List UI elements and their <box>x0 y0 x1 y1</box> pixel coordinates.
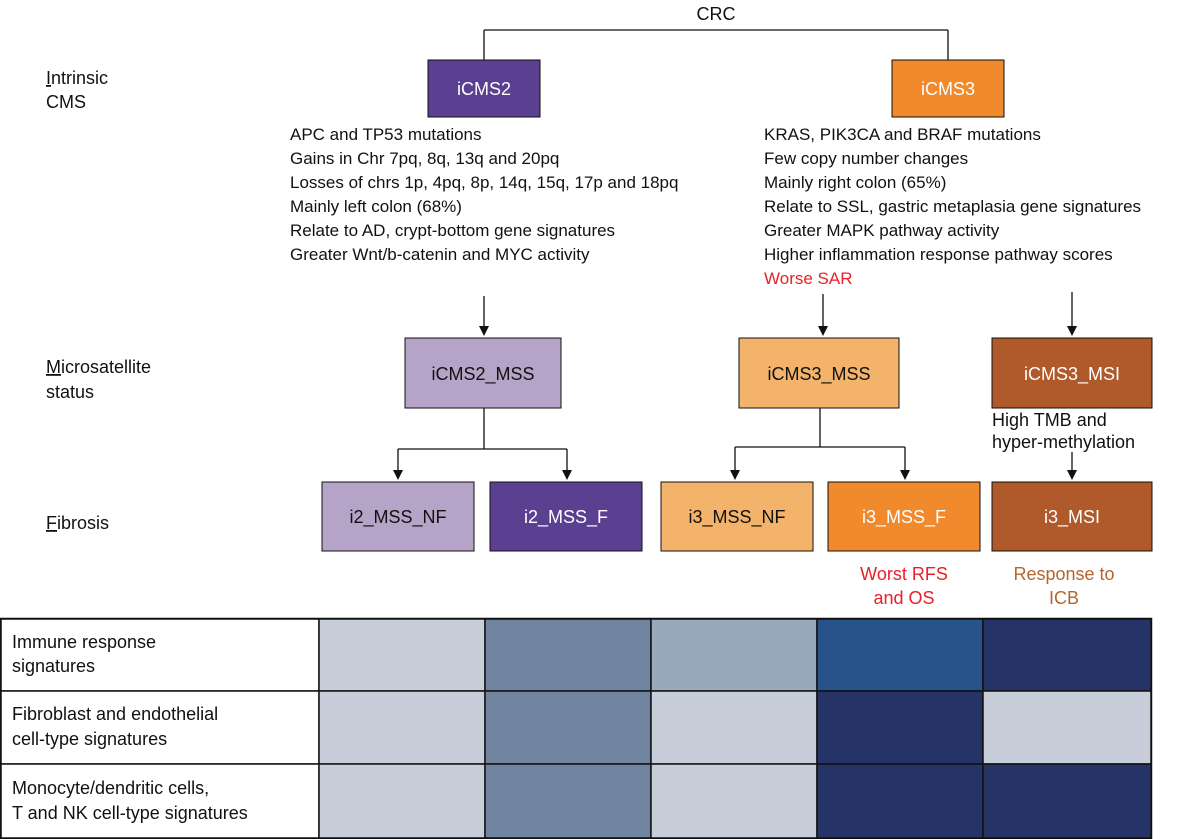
heatmap-cell <box>484 618 652 692</box>
i3-mss-f-box <box>827 481 981 552</box>
heatmap-cell <box>816 618 984 692</box>
heatmap-cell <box>318 763 486 839</box>
heatmap-cell <box>982 618 1152 692</box>
heatmap-cell <box>982 763 1152 839</box>
i2-mss-f-box <box>489 481 643 552</box>
icms2-feature: Relate to AD, crypt-bottom gene signatur… <box>290 221 615 240</box>
icms2-feature: Greater Wnt/b-catenin and MYC activity <box>290 245 590 264</box>
i3-msi-box <box>991 481 1153 552</box>
icms2-box <box>427 59 541 118</box>
ms-arrows <box>479 292 1077 336</box>
heatmap-cell <box>650 618 818 692</box>
outcome-i3-mss-f-line2: and OS <box>873 588 934 608</box>
icms3-mss-box <box>738 337 900 409</box>
msi-note-line2: hyper-methylation <box>992 432 1135 452</box>
heatmap-cell <box>318 690 486 765</box>
row-label-fibrosis: Fibrosis <box>46 513 109 533</box>
i3-mss-nf-box <box>660 481 814 552</box>
i2-mss-nf-box <box>321 481 475 552</box>
heatmap-row-label: Monocyte/dendritic cells, <box>12 778 209 798</box>
row-label-microsatellite: Microsatellite <box>46 357 151 377</box>
icms3-feature: KRAS, PIK3CA and BRAF mutations <box>764 125 1041 144</box>
i2-mss-nf-label: i2_MSS_NF <box>349 507 446 528</box>
icms3-msi-label: iCMS3_MSI <box>1024 364 1120 385</box>
heatmap-row-label: Fibroblast and endothelial <box>12 704 218 724</box>
icms3-box <box>891 59 1005 118</box>
heatmap-row-label: Immune response <box>12 632 156 652</box>
icms3-worse-sar: Worse SAR <box>764 269 853 288</box>
icms2-feature: Mainly left colon (68%) <box>290 197 462 216</box>
heatmap-row-label: cell-type signatures <box>12 729 167 749</box>
icms2-label: iCMS2 <box>457 79 511 99</box>
icms3-feature: Few copy number changes <box>764 149 968 168</box>
heatmap-row-label: T and NK cell-type signatures <box>12 803 248 823</box>
i3-msi-label: i3_MSI <box>1044 507 1100 528</box>
outcome-i3-mss-f-line1: Worst RFS <box>860 564 948 584</box>
heatmap-cell <box>982 690 1152 765</box>
row-label-intrinsic: Intrinsic <box>46 68 108 88</box>
heatmap-cell <box>650 763 818 839</box>
fibrosis-connectors <box>393 408 1077 480</box>
heatmap-cell <box>484 690 652 765</box>
icms3-feature: Greater MAPK pathway activity <box>764 221 1000 240</box>
icms2-feature: APC and TP53 mutations <box>290 125 482 144</box>
heatmap-row-label-cell <box>0 690 320 765</box>
icms2-mss-label: iCMS2_MSS <box>431 364 534 385</box>
icms2-feature: Gains in Chr 7pq, 8q, 13q and 20pq <box>290 149 559 168</box>
heatmap-cell <box>318 618 486 692</box>
root-connector <box>483 29 949 60</box>
heatmap-cell <box>816 690 984 765</box>
signature-heatmap: Immune response signatures Fibroblast an… <box>0 617 1153 839</box>
icms2-feature-list: APC and TP53 mutations Gains in Chr 7pq,… <box>290 125 678 264</box>
root-label: CRC <box>697 4 736 24</box>
heatmap-row-label-cell <box>0 618 320 692</box>
icms3-feature-list: KRAS, PIK3CA and BRAF mutations Few copy… <box>764 125 1141 288</box>
heatmap-cell <box>650 690 818 765</box>
row-label-intrinsic-line2: CMS <box>46 92 86 112</box>
heatmap-cell <box>816 763 984 839</box>
heatmap-row-label: signatures <box>12 656 95 676</box>
icms2-mss-box <box>404 337 562 409</box>
row-label-microsatellite-line2: status <box>46 382 94 402</box>
icms3-feature: Relate to SSL, gastric metaplasia gene s… <box>764 197 1141 216</box>
i2-mss-f-label: i2_MSS_F <box>524 507 608 528</box>
icms2-feature: Losses of chrs 1p, 4pq, 8p, 14q, 15q, 17… <box>290 173 678 192</box>
i3-mss-nf-label: i3_MSS_NF <box>688 507 785 528</box>
outcome-i3-msi-line1: Response to <box>1013 564 1114 584</box>
i3-mss-f-label: i3_MSS_F <box>862 507 946 528</box>
heatmap-row-label-cell <box>0 763 320 839</box>
icms3-feature: Mainly right colon (65%) <box>764 173 946 192</box>
outcome-i3-msi-line2: ICB <box>1049 588 1079 608</box>
heatmap-cell <box>484 763 652 839</box>
icms3-msi-box <box>991 337 1153 409</box>
icms3-feature: Higher inflammation response pathway sco… <box>764 245 1113 264</box>
msi-note-line1: High TMB and <box>992 410 1107 430</box>
icms3-label: iCMS3 <box>921 79 975 99</box>
icms3-mss-label: iCMS3_MSS <box>767 364 870 385</box>
